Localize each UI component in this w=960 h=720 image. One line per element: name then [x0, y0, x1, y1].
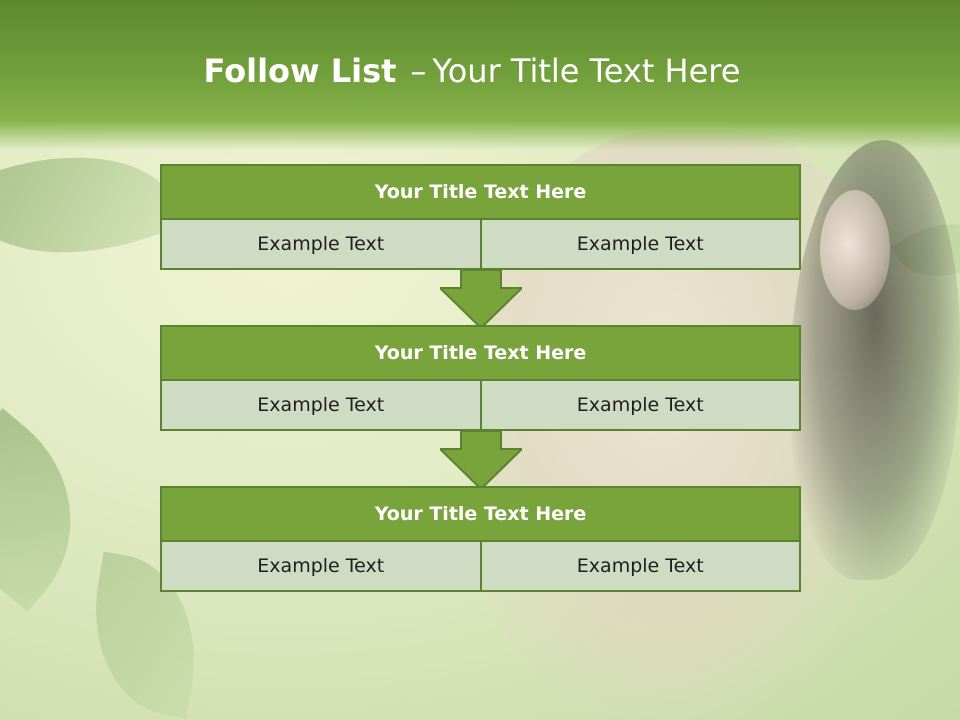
- step-cell-right: Example Text: [479, 542, 799, 590]
- page-title: Follow List–Your Title Text Here: [0, 52, 944, 90]
- step-title: Your Title Text Here: [160, 325, 801, 381]
- down-arrow-icon: [440, 431, 522, 489]
- step-cell-left: Example Text: [162, 220, 480, 268]
- step-row: Example Text Example Text: [160, 542, 801, 592]
- step-cell-left: Example Text: [162, 381, 480, 429]
- background-ear: [820, 190, 890, 310]
- step-block-2: Your Title Text Here Example Text Exampl…: [160, 325, 801, 431]
- step-block-3: Your Title Text Here Example Text Exampl…: [160, 486, 801, 592]
- page-title-bold: Follow List: [203, 52, 397, 90]
- step-title: Your Title Text Here: [160, 164, 801, 220]
- step-block-1: Your Title Text Here Example Text Exampl…: [160, 164, 801, 270]
- step-cell-left: Example Text: [162, 542, 480, 590]
- page-title-separator: –: [410, 52, 427, 90]
- page-title-rest: Your Title Text Here: [432, 52, 741, 90]
- down-arrow-icon: [440, 270, 522, 328]
- step-cell-right: Example Text: [479, 220, 799, 268]
- step-title: Your Title Text Here: [160, 486, 801, 542]
- step-row: Example Text Example Text: [160, 381, 801, 431]
- step-row: Example Text Example Text: [160, 220, 801, 270]
- step-cell-right: Example Text: [479, 381, 799, 429]
- header-band: [0, 0, 960, 150]
